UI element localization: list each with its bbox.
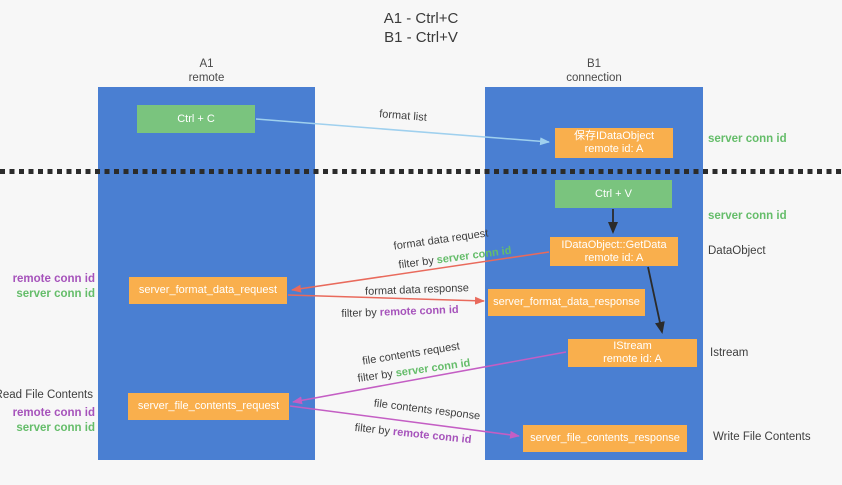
side-label-dataobject: DataObject [708, 245, 766, 257]
lane-a1-id: A1 [199, 58, 214, 70]
node-getdata-title: IDataObject::GetData [561, 238, 667, 251]
remote-conn-id-label: remote conn id [12, 273, 95, 285]
node-save-idataobject-title: 保存IDataObject [573, 130, 655, 142]
side-label-istream: Istream [710, 347, 749, 359]
side-label-server-conn-id-top: server conn id [708, 133, 787, 145]
side-label-read-file-contents: Read File Contents [0, 389, 93, 401]
side-label-write-file-contents: Write File Contents [713, 431, 811, 443]
node-getdata-subtitle: remote id: A [584, 251, 644, 264]
node-save-idataobject-subtitle: remote id: A [584, 143, 644, 155]
lane-a1-name: remote [188, 72, 225, 84]
node-istream-title: IStream [613, 340, 652, 352]
title-line-1: A1 - Ctrl+C [383, 10, 459, 27]
node-ctrl-v: Ctrl + V [555, 180, 672, 208]
node-file-request-label: server_file_contents_request [137, 400, 280, 412]
edge-label-file-contents-response: file contents response [373, 397, 481, 423]
node-file-response-label: server_file_contents_response [530, 432, 680, 444]
node-ctrl-v-label: Ctrl + V [595, 187, 632, 200]
node-format-response-label: server_format_data_response [493, 296, 640, 308]
node-server-file-contents-request: server_file_contents_request [128, 393, 289, 420]
diagram-title: A1 - Ctrl+C B1 - Ctrl+V [0, 9, 842, 47]
node-save-idataobject: 保存IDataObject remote id: A [555, 128, 673, 158]
remote-conn-id-text: remote conn id [379, 303, 459, 319]
side-label-server-conn-id-mid: server conn id [708, 210, 787, 222]
node-idataobject-getdata: IDataObject::GetData remote id: A [550, 237, 678, 266]
node-istream: IStream remote id: A [568, 339, 697, 367]
node-server-format-data-request: server_format_data_request [129, 277, 287, 304]
node-ctrl-c-label: Ctrl + C [177, 112, 215, 125]
node-ctrl-c: Ctrl + C [137, 105, 255, 133]
lane-header-b1: B1 connection [485, 57, 703, 85]
side-label-conn-ids-format: remote conn id server conn id [13, 272, 95, 301]
filter-by-text: filter by [341, 306, 378, 321]
server-conn-id-label: server conn id [16, 421, 95, 434]
remote-conn-id-text: remote conn id [392, 425, 472, 447]
side-label-conn-ids-file: remote conn id server conn id [13, 406, 95, 435]
dotted-divider [0, 169, 842, 174]
node-istream-subtitle: remote id: A [603, 353, 662, 365]
remote-conn-id-label: remote conn id [12, 407, 95, 419]
lane-b1-id: B1 [586, 58, 602, 70]
server-conn-id-label: server conn id [16, 287, 95, 300]
filter-by-text: filter by [354, 421, 391, 438]
node-server-file-contents-response: server_file_contents_response [523, 425, 687, 452]
filter-by-text: filter by [397, 254, 435, 272]
edge-label-format-data-response: format data response [364, 282, 470, 298]
filter-by-text: filter by [356, 368, 394, 385]
node-server-format-data-response: server_format_data_response [488, 289, 645, 316]
node-format-request-label: server_format_data_request [138, 284, 278, 296]
edge-label-format-list: format list [378, 108, 428, 124]
title-line-2: B1 - Ctrl+V [384, 29, 458, 46]
lane-header-a1: A1 remote [98, 57, 315, 85]
lane-b1-name: connection [566, 72, 622, 84]
